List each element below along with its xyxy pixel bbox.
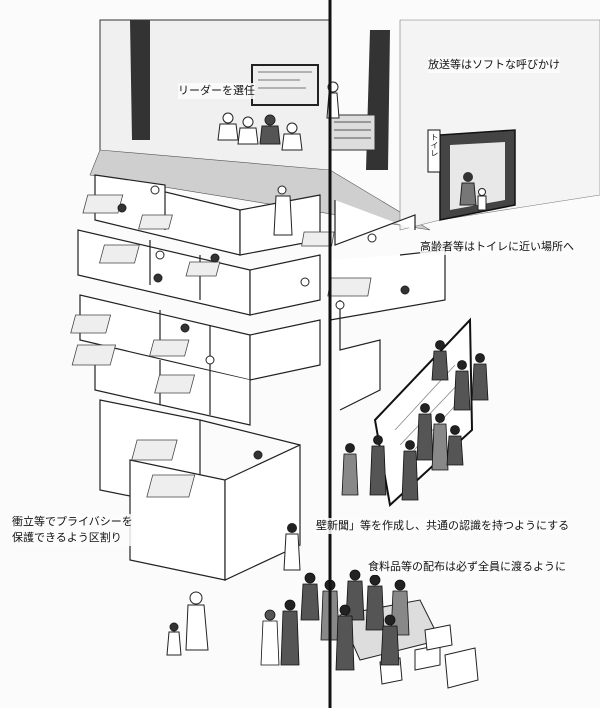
toilet-area [399,19,600,231]
crowd-reading [341,340,489,501]
caption-privacy-line1: 衝立等でプライバシーを [12,515,133,528]
caption-elderly: 高齢者等はトイレに近い場所へ [420,239,574,255]
caption-leader: リーダーを選任 [178,83,255,99]
standing-person [287,523,297,533]
cubicle-occupants [117,185,410,460]
mother-and-child [166,591,209,656]
partition-cubicles [77,174,446,581]
seated-group [217,112,303,151]
elderly-person [463,172,473,182]
whiteboard [251,64,319,106]
stage-curtain-left [130,20,150,140]
stage-area [89,19,431,231]
wall-newspaper-boards [341,317,489,507]
caption-broadcast: 放送等はソフトな呼びかけ [428,57,560,73]
futon-mats [70,194,372,498]
toilet-sign-label: トイレ [430,133,439,157]
toilet-sign [427,129,441,173]
caption-newsletter: 壁新聞」等を作成し、共通の認識を持つようにする [316,518,570,534]
caption-privacy: 衝立等でプライバシーを 保護できるよう区割り [12,514,133,546]
distribution-crowd [260,569,410,671]
caption-food: 食料品等の配布は必ず全員に渡るように [368,559,566,575]
caption-privacy-line2: 保護できるよう区割り [12,531,122,544]
